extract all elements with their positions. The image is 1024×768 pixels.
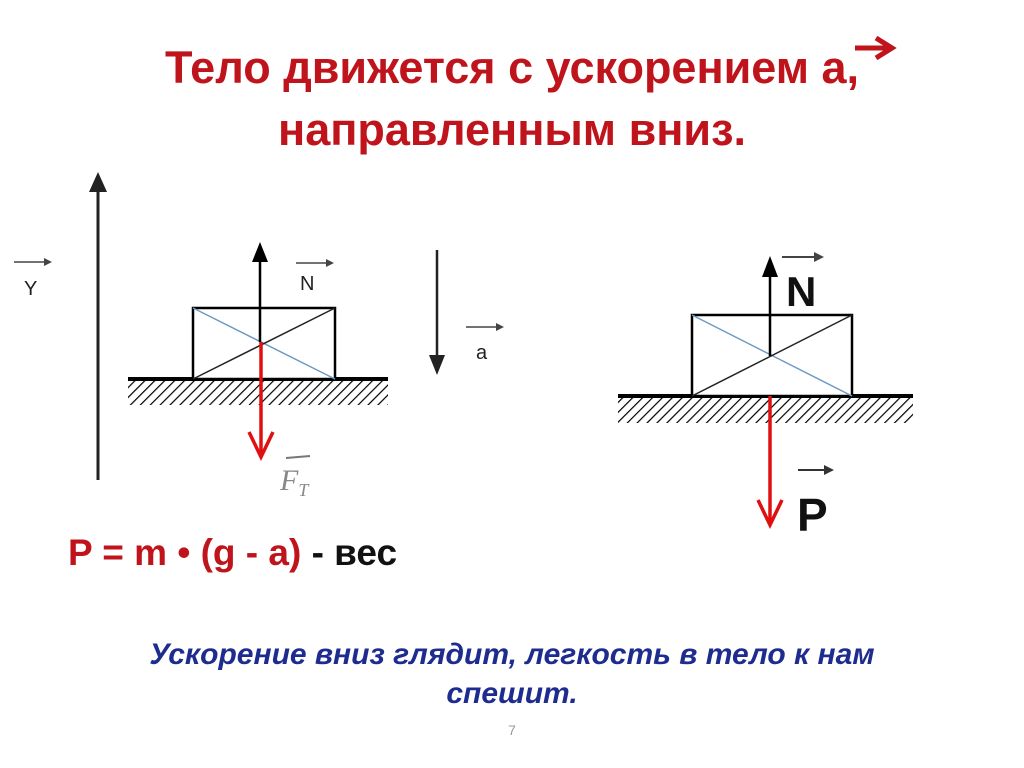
block-right — [690, 313, 854, 398]
normal-force-arrow-left — [252, 242, 268, 342]
y-axis-label: Y — [24, 278, 37, 300]
weight-formula-expression: P = m • (g - a) — [68, 532, 302, 573]
normal-vector-arrow-right — [782, 252, 824, 262]
title-vector-arrow — [855, 35, 897, 61]
ground-right-hatch — [618, 397, 913, 423]
weight-label: P — [797, 489, 828, 541]
weight-formula: P = m • (g - a) - вес — [68, 532, 397, 574]
normal-force-arrow-right — [762, 256, 778, 356]
mnemonic-line-2: спешит. — [446, 677, 578, 710]
gravity-force-label-sub: T — [298, 480, 310, 500]
acceleration-vector-arrow — [466, 323, 504, 331]
normal-vector-arrow-left — [296, 259, 334, 267]
weight-force-arrow — [756, 396, 784, 530]
slide-title-line-1: Тело движется с ускорением a, — [164, 42, 860, 93]
gravity-vector-bar — [285, 455, 311, 459]
slide-title-line-2: направленным вниз. — [278, 104, 746, 155]
page-number: 7 — [508, 722, 516, 738]
normal-force-label-right: N — [786, 268, 816, 315]
gravity-force-label-main: F — [279, 464, 299, 497]
acceleration-label: a — [476, 342, 488, 364]
normal-force-label-left: N — [300, 273, 314, 295]
weight-vector-arrow — [798, 465, 834, 475]
weight-formula-suffix: - вес — [301, 532, 398, 573]
mnemonic-line-1: Ускорение вниз глядит, легкость в тело к… — [149, 638, 875, 671]
ground-left-hatch — [128, 380, 388, 405]
gravity-force-label: FT — [279, 464, 310, 500]
block-left — [191, 306, 337, 381]
y-axis-vector-arrow — [14, 258, 52, 266]
y-axis — [89, 172, 107, 480]
acceleration-arrow — [429, 250, 445, 375]
gravity-force-arrow — [247, 342, 275, 462]
